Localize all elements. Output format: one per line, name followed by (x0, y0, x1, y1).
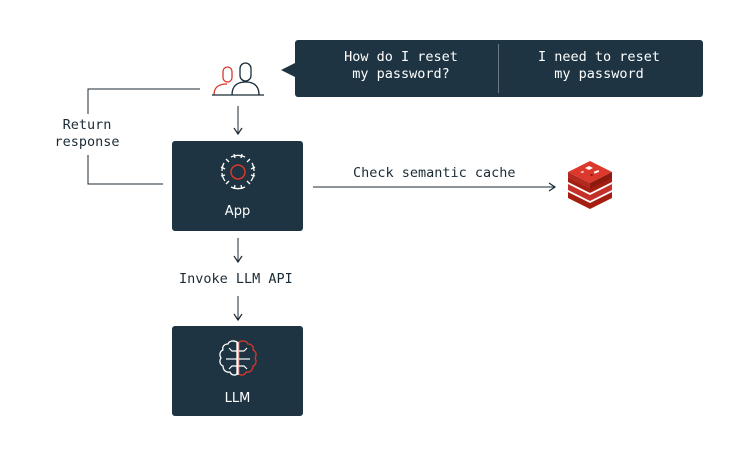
llm-node: LLM (172, 326, 303, 416)
query-text-2: I need to reset my password (538, 49, 660, 82)
redis-cache-icon (568, 161, 612, 209)
gear-icon (220, 153, 256, 190)
return-response-line-top (87, 88, 200, 114)
invoke-llm-api-label: Invoke LLM API (179, 271, 293, 287)
bubble-tail (281, 63, 295, 77)
app-node: App (172, 141, 303, 231)
users-icon (212, 62, 264, 96)
user-query-bubble: How do I reset my password? I need to re… (281, 40, 703, 97)
brain-icon (219, 340, 257, 376)
bubble-divider (498, 44, 499, 93)
return-response-line-bottom (87, 155, 163, 185)
llm-label: LLM (224, 391, 251, 406)
app-label: App (224, 204, 251, 219)
check-semantic-cache-label: Check semantic cache (353, 165, 516, 181)
query-text-1: How do I reset my password? (344, 49, 458, 82)
return-response-label: Return response (54, 117, 120, 150)
